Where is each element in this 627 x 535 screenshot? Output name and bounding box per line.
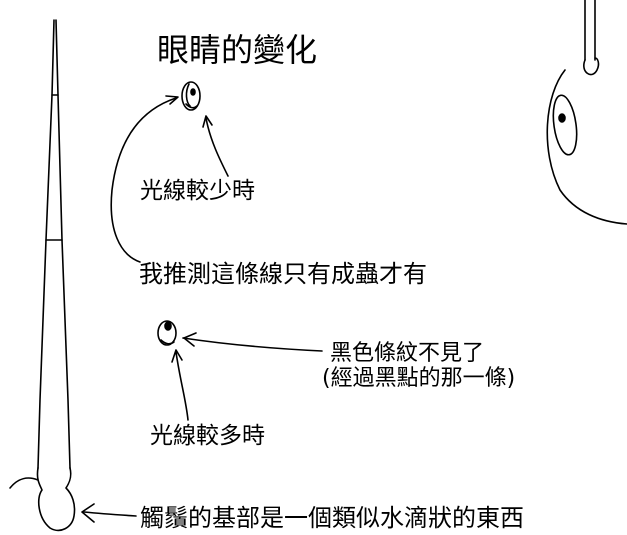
arrow-icon bbox=[81, 503, 137, 523]
arrow-icon bbox=[182, 332, 323, 352]
eye-low-light-drawing bbox=[181, 81, 201, 111]
eye-high-light-drawing bbox=[157, 320, 177, 346]
arrow-icon bbox=[202, 115, 229, 177]
guess-label: 我推測這條線只有成蟲才有 bbox=[139, 260, 427, 288]
antenna-base-label: 觸鬚的基部是一個類似水滴狀的東西 bbox=[140, 504, 524, 532]
antenna-drawing bbox=[9, 19, 76, 532]
stripe-gone-label: 黑色條紋不見了 bbox=[330, 341, 485, 366]
high-light-label: 光線較多時 bbox=[150, 423, 265, 449]
diagram-title: 眼睛的變化 bbox=[157, 31, 318, 69]
head-drawing bbox=[546, 0, 627, 225]
stripe-note-label: (經過黑點的那一條) bbox=[322, 366, 516, 391]
arrow-icon bbox=[110, 95, 179, 263]
arrow-icon bbox=[171, 349, 189, 421]
low-light-label: 光線較少時 bbox=[140, 178, 255, 204]
